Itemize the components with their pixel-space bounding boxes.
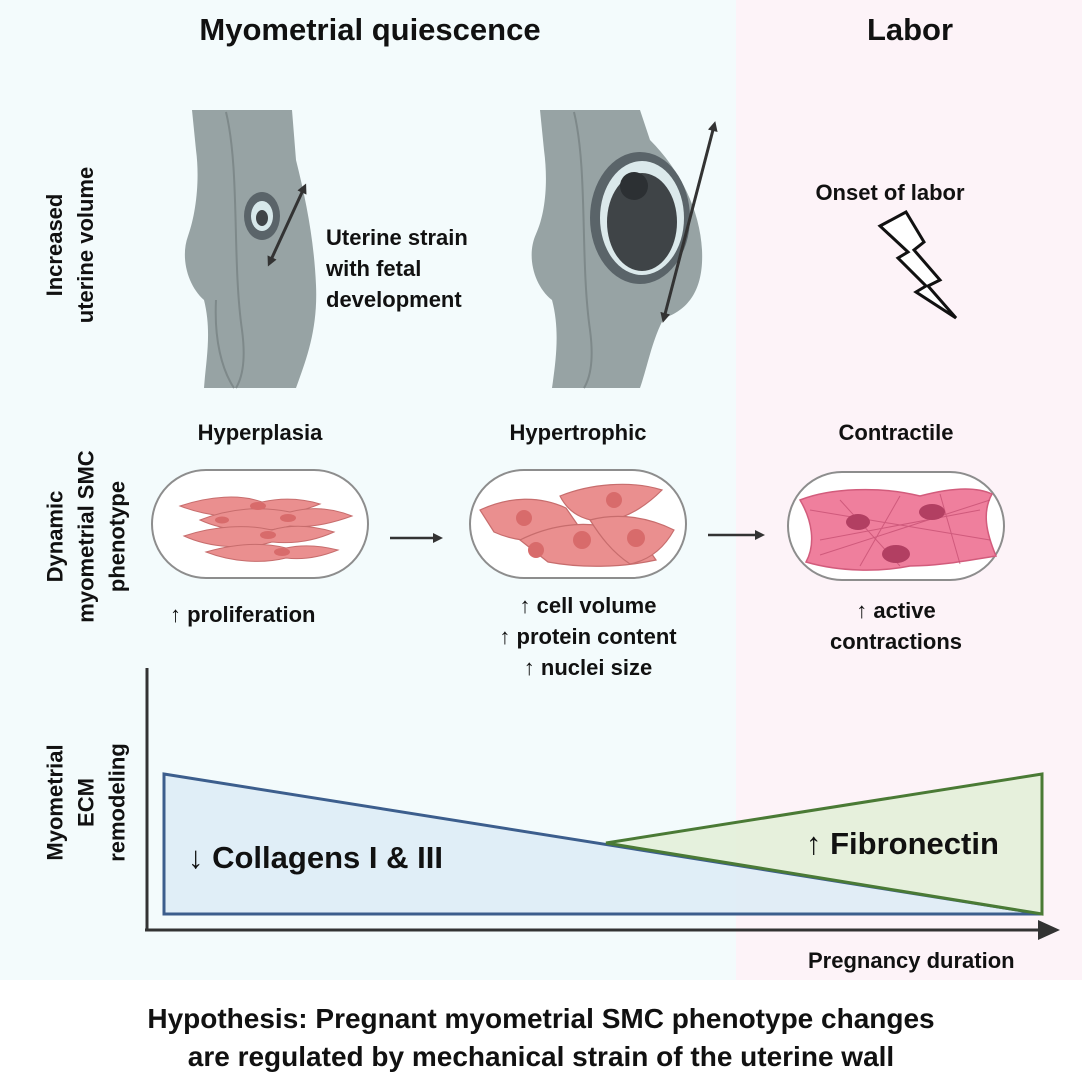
- phenotype-title-hypertrophic: Hypertrophic: [509, 420, 647, 445]
- fibronectin-wedge: [605, 772, 1044, 916]
- contracting-cells-icon: [798, 488, 998, 571]
- phenotype-title-hyperplasia: Hyperplasia: [197, 420, 323, 445]
- effect-line: ↑ cell volume: [519, 593, 657, 618]
- effects-contractile: ↑ active contractions: [796, 595, 996, 657]
- early-strain-arrow-icon: [267, 183, 307, 267]
- strain-label-line: with fetal: [326, 256, 422, 281]
- strain-label: Uterine strain with fetal development: [326, 222, 468, 315]
- effect-line: ↑ active: [856, 598, 936, 623]
- late-strain-arrow-icon: [660, 121, 718, 323]
- fibronectin-label: ↑ Fibronectin: [806, 826, 999, 861]
- strain-label-line: development: [326, 287, 462, 312]
- x-axis-label: Pregnancy duration: [808, 948, 1015, 973]
- phase-title-labor: Labor: [866, 12, 954, 47]
- effects-hypertrophic: ↑ cell volume ↑ protein content ↑ nuclei…: [478, 590, 698, 683]
- hypothesis-line: Hypothesis: Pregnant myometrial SMC phen…: [147, 1003, 935, 1034]
- effect-line: ↑ nuclei size: [523, 655, 653, 680]
- lightning-bolt-icon: [877, 210, 958, 320]
- effect-hyperplasia: ↑ proliferation: [170, 602, 316, 627]
- proliferating-cells-icon: [178, 496, 354, 562]
- collagen-label: ↓ Collagens I & III: [188, 840, 443, 875]
- enlarged-cells-icon: [479, 483, 675, 567]
- effect-line: ↑ protein content: [499, 624, 677, 649]
- phenotype-title-contractile: Contractile: [838, 420, 954, 445]
- hypothesis: Hypothesis: Pregnant myometrial SMC phen…: [0, 1000, 1082, 1076]
- early-pregnancy-silhouette-icon: [184, 110, 317, 389]
- late-pregnancy-silhouette-icon: [531, 110, 703, 389]
- effect-line: contractions: [829, 629, 963, 654]
- strain-label-line: Uterine strain: [326, 225, 468, 250]
- hypothesis-line: are regulated by mechanical strain of th…: [187, 1041, 895, 1072]
- onset-label: Onset of labor: [815, 180, 965, 205]
- phase-title-quiescence: Myometrial quiescence: [199, 12, 541, 47]
